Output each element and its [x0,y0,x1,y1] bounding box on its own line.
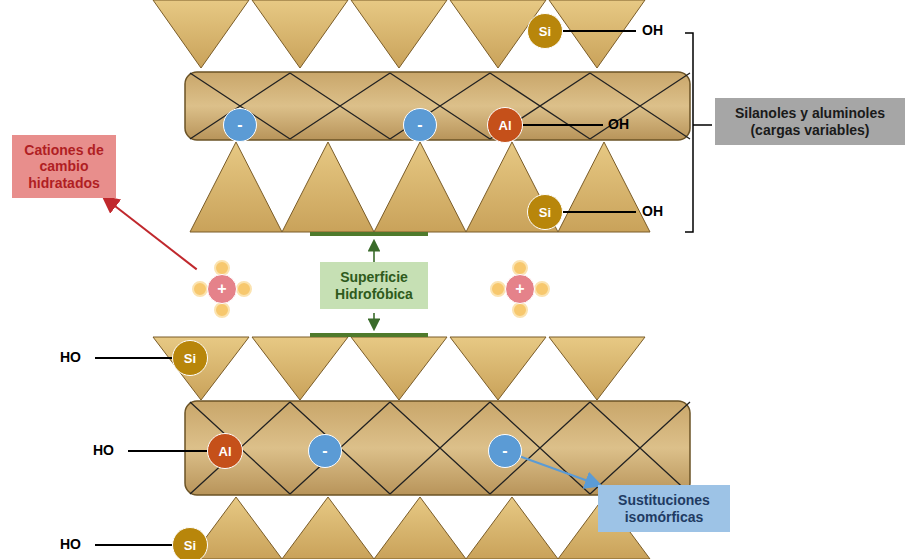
atom-symbol: - [322,442,327,460]
octahedron-edge [390,402,490,494]
negative-charge: - [403,108,437,142]
hydroxyl-label: HO [93,442,114,458]
hydroxyl-bonds [95,31,636,545]
atom-symbol: + [217,280,226,298]
octahedron-edge [590,73,690,139]
water-molecules [193,261,549,317]
atom-symbol: Al [219,444,232,459]
cation: + [207,274,237,304]
tetrahedron [252,337,348,400]
callout-text: Superficie Hidrofóbica [328,269,420,301]
tetrahedron [374,497,466,559]
hydrophobic-surface [310,333,428,337]
octahedron-edge [290,73,390,139]
tetrahedron [466,142,558,232]
pointer-arrow [373,313,375,328]
callout-box: Cationes de cambio hidratados [12,135,116,198]
octahedron-edge [590,402,690,494]
callout-text: Silanoles y aluminoles (cargas variables… [723,105,897,137]
callout-box: Superficie Hidrofóbica [320,262,428,309]
bracket [685,33,712,232]
hydroxyl-label: OH [642,203,663,219]
atom-symbol: - [502,442,507,460]
callout-text: Sustituciones isomórficas [606,492,722,524]
silicon-atom: Si [172,527,208,559]
atom-symbol: Si [184,538,196,553]
tetrahedron [190,142,282,232]
callout-arrow [521,457,599,485]
octahedron-edge [190,402,290,494]
cation: + [505,274,535,304]
octahedron-edge [490,73,590,139]
negative-charge: - [223,108,257,142]
tetrahedron [558,142,650,232]
tetrahedron [549,337,645,400]
pointer-arrow [373,242,375,262]
tetrahedron [351,337,447,400]
hydroxyl-label: HO [60,349,81,365]
atom-symbol: - [237,116,242,134]
hydroxyl-label: OH [642,22,663,38]
atom-symbol: Si [539,24,551,39]
tetrahedron [549,0,645,68]
octahedron-edge [490,402,590,494]
hydroxyl-label: OH [608,116,629,132]
tetrahedron [374,142,466,232]
silicon-atom: Si [527,194,563,230]
aluminium-atom: Al [207,433,243,469]
callout-box: Silanoles y aluminoles (cargas variables… [715,98,905,145]
aluminium-atom: Al [487,107,523,143]
atom-symbol: + [515,280,524,298]
tetrahedron [252,0,348,68]
atom-symbol: - [417,116,422,134]
octahedron-edge [290,402,390,494]
callout-text: Cationes de cambio hidratados [20,142,108,190]
negative-charge: - [488,434,522,468]
tetrahedron [153,337,249,400]
octahedron-edge [190,73,290,139]
atom-symbol: Si [184,351,196,366]
atom-symbol: Al [499,118,512,133]
tetrahedron [450,337,546,400]
silicon-atom: Si [172,340,208,376]
silicon-atom: Si [527,13,563,49]
callout-box: Sustituciones isomórficas [598,485,730,532]
tetrahedron [282,497,374,559]
tetrahedron [466,497,558,559]
hydroxyl-label: HO [60,536,81,552]
atom-symbol: Si [539,205,551,220]
tetrahedron [153,0,249,68]
negative-charge: - [308,434,342,468]
tetrahedron [282,142,374,232]
octahedral-sheet [185,72,690,140]
hydrophobic-surface [310,232,428,236]
tetrahedron [351,0,447,68]
callout-arrow [105,198,197,269]
octahedral-sheet [185,401,690,495]
